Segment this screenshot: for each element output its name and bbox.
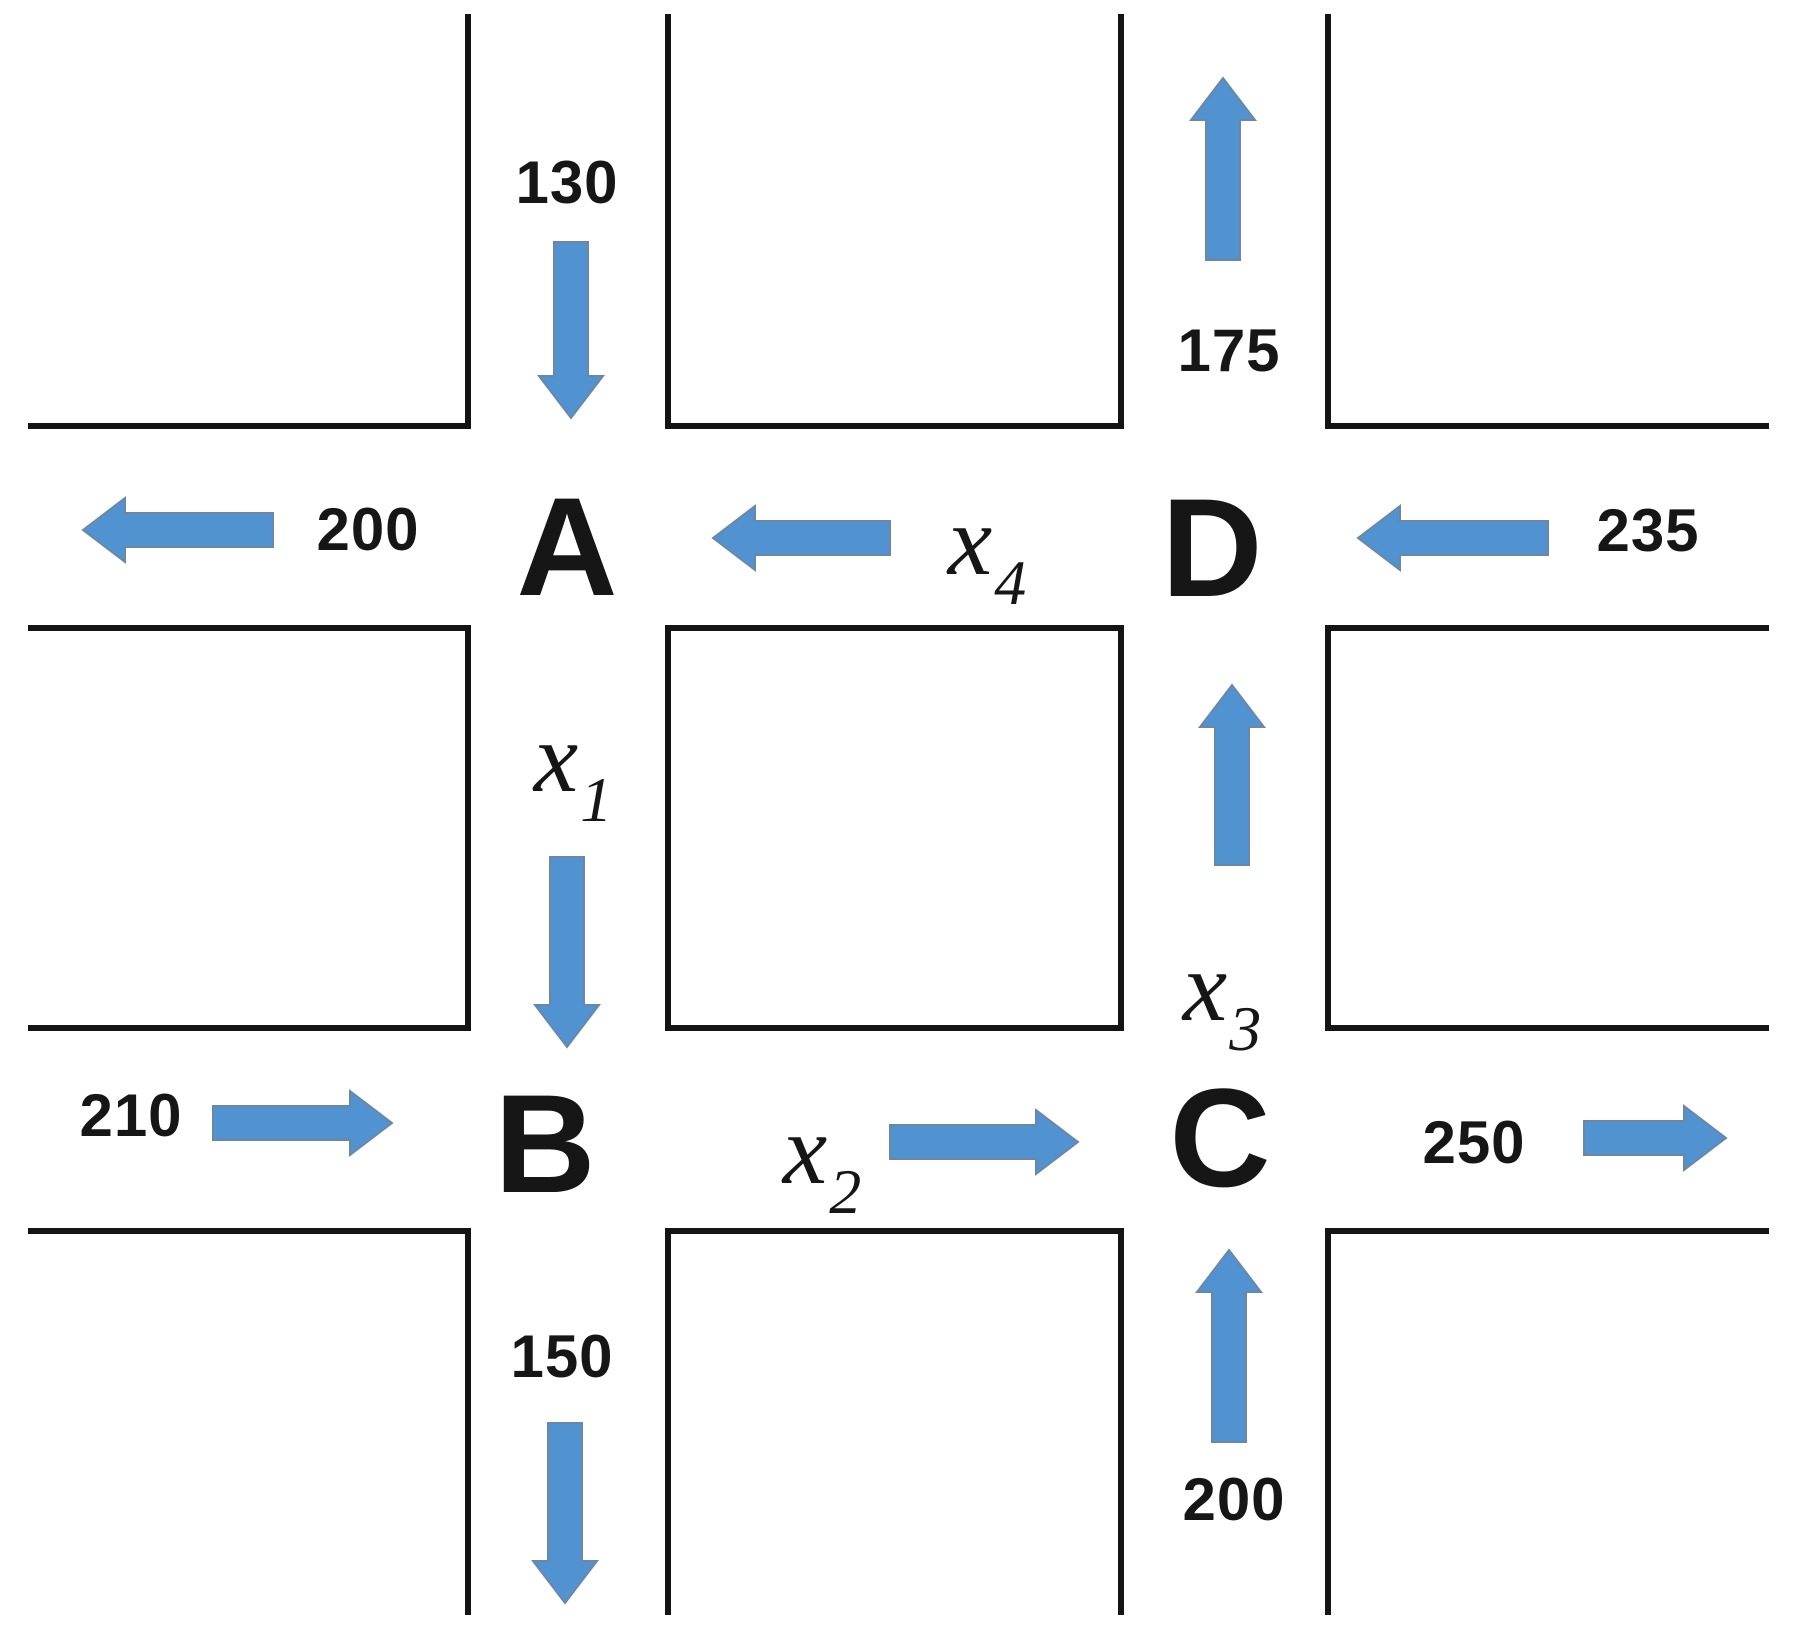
label-200-out: 200	[316, 496, 420, 563]
flow-x4-arrow	[711, 503, 891, 573]
label-x1-base: x	[533, 702, 579, 813]
flow-210-arrow	[212, 1088, 394, 1158]
label-250: 250	[1422, 1109, 1526, 1176]
flow-235-arrow	[1356, 503, 1549, 573]
label-x4: x4	[948, 491, 1026, 615]
flow-150-arrow	[530, 1422, 600, 1605]
label-x3-base: x	[1182, 931, 1228, 1042]
block-middle-left	[28, 625, 471, 1031]
block-bottom-middle	[665, 1228, 1124, 1615]
label-x3: x3	[1183, 937, 1261, 1061]
label-x4-base: x	[947, 485, 993, 596]
flow-x1-arrow	[532, 856, 602, 1049]
label-150: 150	[510, 1323, 614, 1390]
label-intersection-A: A	[516, 468, 618, 625]
flow-130-arrow	[536, 241, 606, 420]
label-x2-base: x	[782, 1094, 828, 1205]
flow-x2-arrow	[889, 1107, 1080, 1177]
block-bottom-right	[1325, 1228, 1769, 1615]
label-235: 235	[1596, 497, 1700, 564]
label-x1-subscript: 1	[580, 764, 613, 835]
label-x3-subscript: 3	[1229, 993, 1262, 1064]
flow-175-arrow	[1188, 76, 1258, 261]
block-middle-center	[665, 625, 1124, 1031]
block-bottom-left	[28, 1228, 471, 1615]
label-x2: x2	[783, 1100, 861, 1224]
label-x4-subscript: 4	[994, 547, 1027, 618]
label-intersection-B: B	[494, 1065, 596, 1222]
label-210: 210	[79, 1082, 183, 1149]
label-130: 130	[515, 149, 619, 216]
flow-200-out-arrow	[81, 495, 274, 565]
block-top-right	[1325, 14, 1769, 429]
label-200-in: 200	[1182, 1466, 1286, 1533]
label-175: 175	[1177, 317, 1281, 384]
flow-x3-arrow	[1197, 683, 1267, 866]
flow-200-in-arrow	[1194, 1248, 1264, 1443]
label-intersection-D: D	[1161, 469, 1263, 626]
label-x1: x1	[534, 708, 612, 832]
block-middle-right	[1325, 625, 1769, 1031]
label-x2-subscript: 2	[829, 1156, 862, 1227]
flow-250-arrow	[1583, 1103, 1728, 1173]
label-intersection-C: C	[1169, 1059, 1271, 1216]
block-top-middle	[665, 14, 1124, 429]
block-top-left	[28, 14, 471, 429]
